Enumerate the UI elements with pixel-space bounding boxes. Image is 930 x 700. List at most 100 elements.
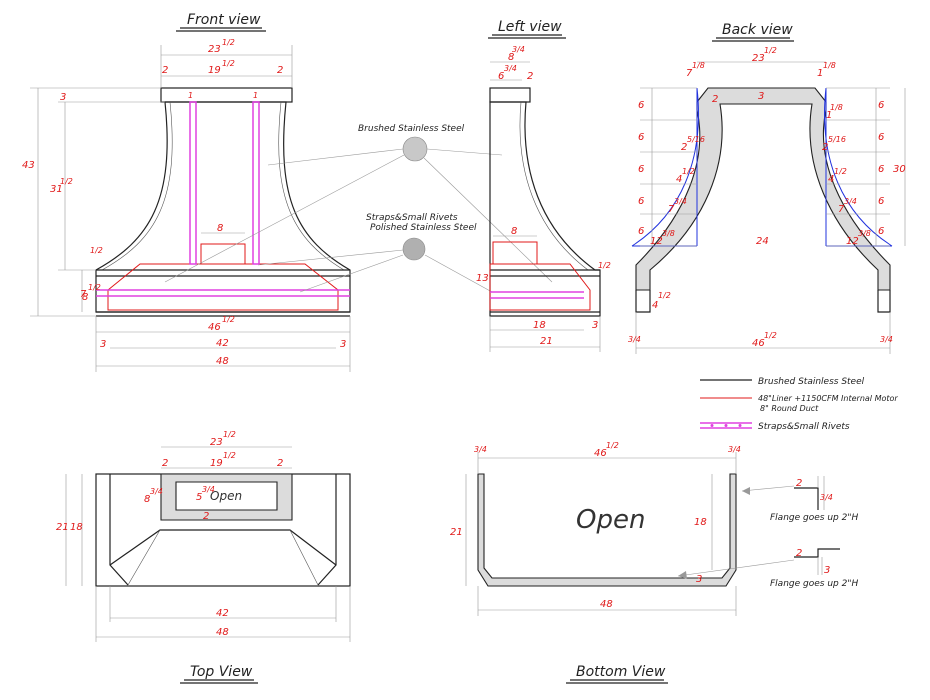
svg-text:1/2: 1/2 [60, 177, 73, 186]
back-view [631, 87, 893, 313]
front-view-title: Front view [187, 12, 261, 28]
svg-text:1/2: 1/2 [834, 167, 847, 176]
svg-text:6: 6 [638, 164, 644, 175]
flange-note-2: Flange goes up 2"H [770, 579, 858, 589]
svg-text:21: 21 [540, 336, 553, 347]
svg-text:2: 2 [681, 142, 687, 153]
material-callouts: Brushed Stainless Steel Straps&Small Riv… [164, 124, 553, 293]
svg-text:3/4: 3/4 [504, 64, 517, 73]
legend-red-label-1: 48"Liner +1150CFM Internal Motor [758, 394, 898, 403]
dim-back-30: 30 [893, 164, 906, 175]
callout-straps-line1: Straps&Small Rivets [366, 213, 458, 223]
dim-top-42: 42 [216, 608, 229, 619]
svg-text:1/2: 1/2 [90, 246, 103, 255]
callout-brushed: Brushed Stainless Steel [358, 124, 465, 134]
svg-text:4: 4 [828, 174, 834, 185]
svg-text:3: 3 [696, 574, 702, 585]
svg-text:7: 7 [668, 204, 675, 215]
polished-swatch-icon [402, 237, 426, 261]
svg-text:6: 6 [878, 226, 884, 237]
svg-text:2: 2 [712, 94, 718, 105]
dim-front-top-width: 23 [208, 44, 221, 55]
bottom-view-open-label: Open [576, 505, 645, 535]
svg-text:6: 6 [638, 132, 644, 143]
svg-text:3/4: 3/4 [474, 445, 487, 454]
dim-bottom-48: 48 [600, 599, 613, 610]
svg-text:3/4: 3/4 [820, 493, 833, 502]
svg-text:6: 6 [878, 164, 884, 175]
svg-text:6: 6 [878, 100, 884, 111]
svg-text:7: 7 [686, 68, 693, 79]
svg-text:3/4: 3/4 [202, 485, 215, 494]
svg-text:3/4: 3/4 [844, 197, 857, 206]
svg-text:8: 8 [511, 226, 517, 237]
bottom-view-dimensions: 46 1/2 3/4 3/4 21 18 3 48 [450, 441, 741, 616]
svg-text:1/2: 1/2 [223, 451, 236, 460]
svg-text:8: 8 [82, 292, 88, 303]
left-view-title: Left view [498, 19, 562, 35]
svg-text:1/2: 1/2 [606, 441, 619, 450]
brushed-swatch-icon [402, 136, 428, 162]
svg-text:1: 1 [188, 91, 193, 100]
svg-text:1/2: 1/2 [658, 291, 671, 300]
svg-text:42: 42 [216, 338, 229, 349]
svg-text:1/8: 1/8 [830, 103, 843, 112]
svg-text:3/8: 3/8 [662, 229, 675, 238]
svg-text:2: 2 [796, 478, 802, 489]
legend-red-label-2: 8" Round Duct [760, 404, 819, 413]
front-view [95, 87, 351, 317]
dim-top-18: 18 [70, 522, 83, 533]
svg-text:3: 3 [592, 320, 598, 331]
svg-text:7: 7 [838, 204, 845, 215]
svg-text:6: 6 [498, 71, 504, 82]
svg-text:2: 2 [822, 142, 828, 153]
svg-text:3/4: 3/4 [628, 335, 641, 344]
svg-text:2: 2 [527, 71, 533, 82]
top-view: Open [95, 473, 351, 587]
legend: Brushed Stainless Steel 48"Liner +1150CF… [700, 377, 898, 432]
top-view-title: Top View [190, 664, 253, 680]
svg-text:1/2: 1/2 [222, 315, 235, 324]
svg-text:7: 7 [80, 289, 87, 300]
svg-text:3: 3 [758, 91, 764, 102]
svg-text:3/4: 3/4 [150, 487, 163, 496]
svg-text:4: 4 [676, 174, 682, 185]
svg-text:3/4: 3/4 [728, 445, 741, 454]
dim-back-top-width: 23 [752, 53, 765, 64]
dim-front-48: 48 [216, 356, 229, 367]
svg-text:2: 2 [796, 548, 802, 559]
svg-text:3: 3 [60, 92, 66, 103]
svg-text:1/2: 1/2 [222, 38, 235, 47]
svg-text:2: 2 [162, 65, 168, 76]
svg-text:1/8: 1/8 [823, 61, 836, 70]
dim-front-total-height: 43 [22, 160, 35, 171]
top-view-dimensions: 23 1/2 19 1/2 2 2 8 3/4 5 3/4 2 21 18 42… [56, 430, 351, 642]
svg-text:8: 8 [217, 223, 223, 234]
svg-text:1: 1 [253, 91, 258, 100]
svg-text:1: 1 [817, 68, 823, 79]
svg-text:8: 8 [144, 494, 150, 505]
dim-top-48: 48 [216, 627, 229, 638]
bottom-view: Open [477, 473, 737, 587]
flange-note-1: Flange goes up 2"H [770, 513, 858, 523]
flange-details: 2 3/4 Flange goes up 2"H 2 3 Flange goes… [677, 476, 858, 589]
svg-text:2: 2 [277, 65, 283, 76]
svg-text:6: 6 [638, 100, 644, 111]
svg-text:1: 1 [826, 110, 832, 121]
svg-text:8: 8 [508, 52, 514, 63]
svg-text:1/2: 1/2 [88, 283, 101, 292]
svg-text:1/2: 1/2 [598, 261, 611, 270]
back-view-dimensions: 23 1/2 7 1/8 1 1/8 2 3 1 1/8 6 6 6 6 6 6… [628, 46, 906, 354]
svg-text:2: 2 [277, 458, 283, 469]
svg-text:12: 12 [846, 236, 859, 247]
dim-back-24: 24 [756, 236, 769, 247]
svg-text:1/2: 1/2 [682, 167, 695, 176]
dim-bottom-21: 21 [450, 527, 463, 538]
svg-text:31: 31 [50, 184, 63, 195]
left-view-dimensions: 8 3/4 6 3/4 2 8 13 1/2 18 3 21 [476, 45, 611, 352]
svg-text:3: 3 [340, 339, 346, 350]
svg-text:19: 19 [210, 458, 223, 469]
svg-text:1/2: 1/2 [764, 331, 777, 340]
svg-text:5/16: 5/16 [828, 135, 846, 144]
